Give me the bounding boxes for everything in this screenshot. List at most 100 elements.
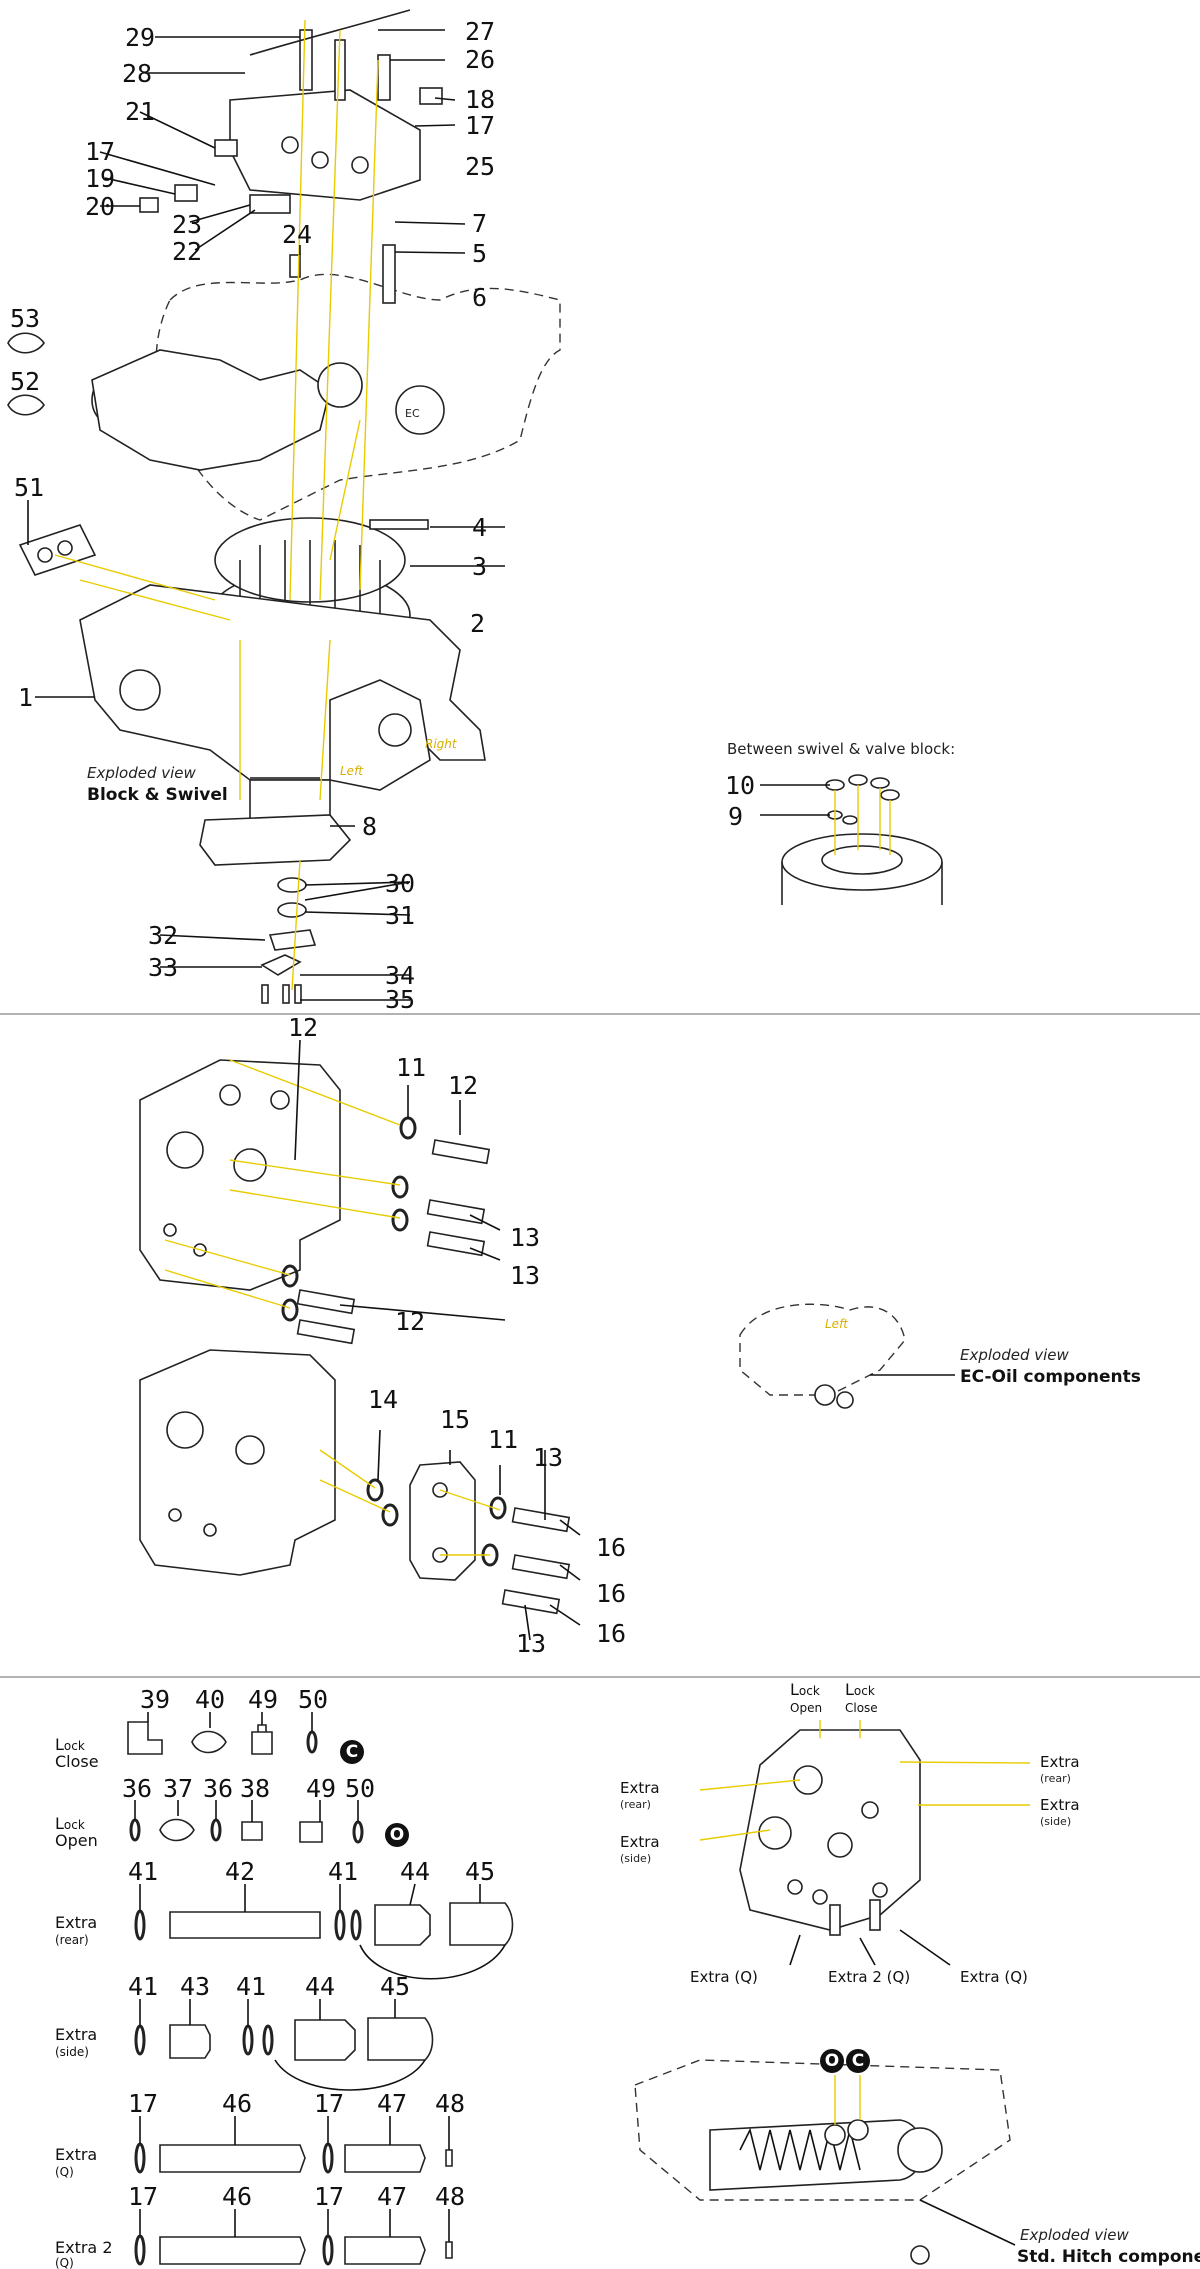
caption-bold: Block & Swivel	[87, 785, 228, 805]
block-q-port	[869, 1899, 881, 1931]
ring-41	[134, 1909, 146, 1941]
swivel-bolts	[239, 540, 381, 640]
block-label-extra-side-right-sub: (side)	[1040, 1815, 1071, 1828]
callout: 18	[465, 85, 495, 114]
ring-50	[306, 1730, 318, 1754]
bolt-16	[501, 1589, 561, 1615]
block-port	[861, 1801, 879, 1819]
callout: 13	[510, 1261, 540, 1290]
plug-49	[251, 1724, 273, 1755]
row-label-extra2-q: Extra 2	[55, 2238, 113, 2257]
screw-35	[282, 984, 290, 1004]
block-label-extra-side-left-sub: (side)	[620, 1852, 651, 1865]
fitting	[214, 139, 238, 157]
seal-11	[489, 1496, 507, 1520]
callout: 48	[435, 2089, 465, 2118]
block-port	[827, 1832, 853, 1858]
ec-oil-caption-bold: EC-Oil components	[960, 1367, 1141, 1387]
callout: 28	[122, 59, 152, 88]
gasket-40	[191, 1730, 227, 1754]
bolt-16	[511, 1507, 571, 1533]
section-ec-oil: Left 12 11 12 13 13 12 14 15 11 13 16 16…	[139, 1013, 1141, 1658]
block-port	[812, 1889, 828, 1905]
row-label-extra-side-sub: (side)	[55, 2045, 89, 2059]
section-std-hitch: Lock Close Lock Open Extra (rear) Extra …	[55, 1680, 1200, 2269]
callout: 11	[488, 1425, 518, 1454]
ec-oil-mini-outline	[739, 1303, 906, 1396]
motor-body	[91, 349, 331, 471]
bracket-hole	[57, 540, 73, 556]
block-label-extra-side-right: Extra	[1040, 1796, 1080, 1814]
row-label-lock-close: Lock	[55, 1735, 85, 1754]
ring-17	[134, 2142, 146, 2174]
row-label-extra-rear: Extra	[55, 1913, 97, 1932]
body-hole	[219, 1084, 241, 1106]
callout: 13	[510, 1223, 540, 1252]
callout: 49	[248, 1685, 278, 1714]
plate-32	[268, 929, 317, 951]
bracket-hole	[37, 547, 53, 563]
block-label-extra-rear-left: Extra	[620, 1779, 660, 1797]
hitch-badge-open	[820, 2049, 844, 2073]
body-hole	[235, 1435, 265, 1465]
callout: 14	[368, 1385, 398, 1414]
block-label-extra-rear-right-sub: (rear)	[1040, 1772, 1071, 1785]
ring-17	[134, 2234, 146, 2266]
bolt-12	[296, 1319, 356, 1345]
valve-hole	[281, 136, 299, 154]
valve-hole	[311, 151, 329, 169]
callout: 9	[728, 802, 743, 831]
callout: 21	[125, 97, 155, 126]
hitch-valve-block	[739, 1729, 921, 1931]
callout: 11	[396, 1053, 426, 1082]
badge-open-label: O	[390, 1825, 404, 1845]
seal	[281, 1264, 299, 1288]
callout: 43	[180, 1972, 210, 2001]
row-label-extra-rear-sub: (rear)	[55, 1933, 89, 1947]
gasket-52	[7, 394, 45, 416]
cap-strap	[359, 1944, 506, 1980]
callout: 12	[288, 1013, 318, 1042]
callout: 33	[148, 953, 178, 982]
block-leaders	[789, 1929, 951, 1966]
callout: 26	[465, 45, 495, 74]
hitch-caption-bold: Std. Hitch components	[1017, 2247, 1200, 2267]
ring-17	[322, 2142, 334, 2174]
hitch-leader	[919, 2199, 1016, 2246]
callout: 23	[172, 210, 202, 239]
block-label-extra-2-q: Extra 2 (Q)	[828, 1968, 910, 1986]
hitch-spring	[739, 2127, 861, 2171]
body-hole	[166, 1131, 204, 1169]
adapter-43	[169, 2024, 211, 2059]
bolt-13	[426, 1231, 486, 1257]
hitch-badge-close	[846, 2049, 870, 2073]
plug-49	[299, 1821, 323, 1843]
pin	[289, 254, 301, 278]
callout: 35	[385, 985, 415, 1014]
o-ring-9	[842, 815, 858, 825]
motor-port-right	[395, 385, 445, 435]
row-label-extra-q-sub: (Q)	[55, 2165, 74, 2179]
frame-hole	[119, 669, 161, 711]
callout: 17	[128, 2089, 158, 2118]
callout: 50	[298, 1685, 328, 1714]
ec-oil-port	[836, 1391, 854, 1409]
callout: 13	[516, 1629, 546, 1658]
callout: 49	[306, 1774, 336, 1803]
fitting-39	[127, 1721, 163, 1755]
callout: 17	[128, 2182, 158, 2211]
callout: 44	[305, 1972, 335, 2001]
seal	[391, 1208, 409, 1232]
coupling-44	[294, 2019, 356, 2061]
block-label-lock-close: Lock	[845, 1680, 875, 1699]
body-hole	[163, 1223, 177, 1237]
swivel-inset-title: Between swivel & valve block:	[727, 740, 955, 758]
callout: 31	[385, 901, 415, 930]
callout: 17	[314, 2182, 344, 2211]
section-block-swivel: EC	[7, 9, 955, 1014]
callout: 3	[472, 552, 487, 581]
callout: 39	[140, 1685, 170, 1714]
callout: 7	[472, 209, 487, 238]
badge-close	[340, 1740, 364, 1764]
hitch-outline	[634, 2059, 1011, 2201]
